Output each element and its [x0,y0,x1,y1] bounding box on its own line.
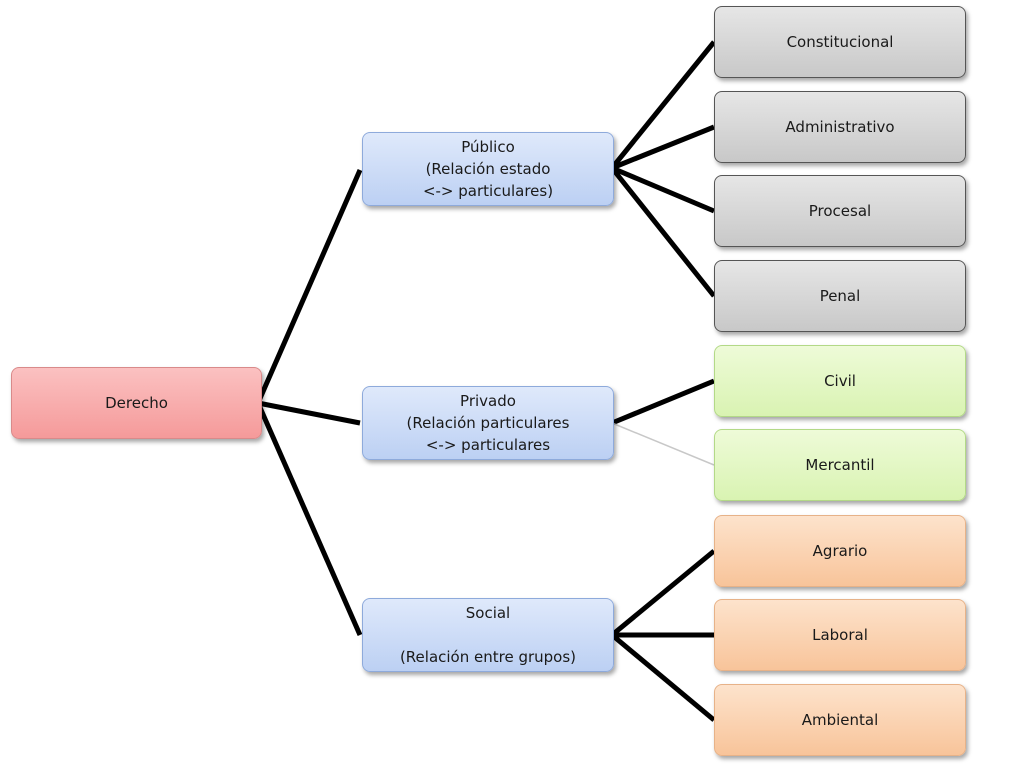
connector-root-privado [257,400,361,426]
leaf-node-procesal: Procesal [714,175,966,247]
leaf-node-label: Mercantil [805,456,875,474]
leaf-node-civil: Civil [714,345,966,417]
leaf-node-administrativo: Administrativo [714,91,966,163]
leaf-node-mercantil: Mercantil [714,429,966,501]
leaf-node-laboral: Laboral [714,599,966,671]
root-node-label: Derecho [105,394,168,412]
branch-node-publico: Público (Relación estado <-> particulare… [362,132,614,206]
connector-publico-constitucional [610,40,716,170]
branch-node-label: Privado (Relación particulares <-> parti… [406,392,570,454]
leaf-node-label: Penal [819,287,861,305]
branch-node-social: Social (Relación entre grupos) [362,598,614,672]
leaf-node-label: Administrativo [785,118,895,136]
leaf-node-label: Civil [824,372,856,390]
connector-publico-administrativo [611,124,715,171]
connector-privado-mercantil [611,422,715,466]
leaf-node-label: Ambiental [801,711,879,729]
connector-publico-penal [610,166,716,298]
leaf-node-label: Laboral [812,626,868,644]
branch-node-label: Social (Relación entre grupos) [399,604,577,666]
connector-privado-civil [611,378,715,426]
connector-root-publico [255,168,363,405]
leaf-node-label: Procesal [808,202,872,220]
leaf-node-penal: Penal [714,260,966,332]
branch-node-label: Público (Relación estado <-> particulare… [422,138,554,200]
leaf-node-ambiental: Ambiental [714,684,966,756]
root-node-derecho: Derecho [11,367,262,439]
leaf-node-agrario: Agrario [714,515,966,587]
connector-social-ambiental [610,633,716,722]
leaf-node-label: Agrario [812,542,868,560]
leaf-node-label: Constitucional [786,33,894,51]
leaf-node-constitucional: Constitucional [714,6,966,78]
connector-social-agrario [610,549,716,637]
connector-root-social [255,401,363,637]
connector-publico-procesal [611,165,715,214]
branch-node-privado: Privado (Relación particulares <-> parti… [362,386,614,460]
